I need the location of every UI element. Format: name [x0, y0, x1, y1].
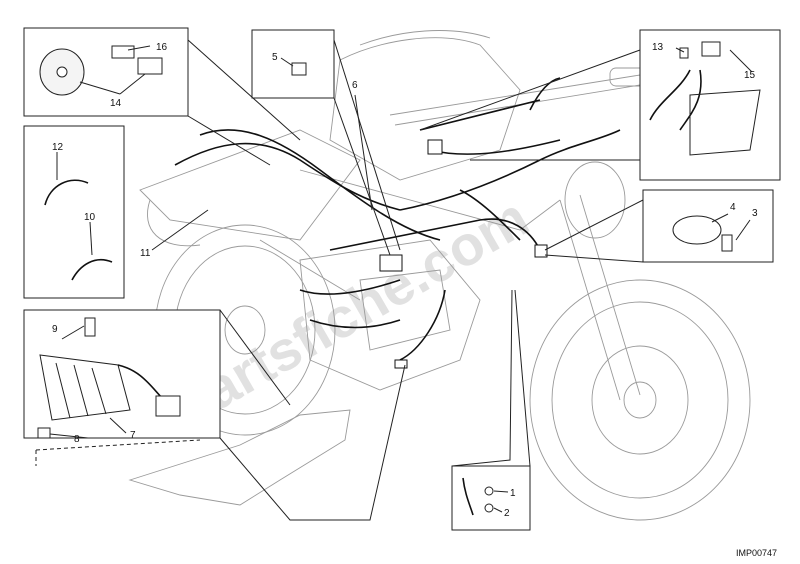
inset-connectors — [639, 29, 781, 181]
callout-16: 16 — [156, 42, 168, 53]
inset-cd-switch — [23, 27, 189, 117]
inset-horn — [642, 189, 774, 263]
drawing-code: IMP00747 — [736, 548, 777, 558]
motorcycle-outline — [128, 30, 751, 521]
callout-14: 14 — [110, 98, 122, 109]
callout-1: 1 — [510, 488, 516, 499]
callout-2: 2 — [504, 508, 510, 519]
callout-6: 6 — [352, 80, 358, 91]
wiring-harness — [174, 77, 621, 369]
leader-lines — [35, 39, 644, 521]
callout-15: 15 — [744, 70, 756, 81]
inset-regulator — [23, 309, 221, 439]
callout-10: 10 — [84, 212, 96, 223]
callout-12: 12 — [52, 142, 64, 153]
inset-ground — [451, 465, 531, 531]
callouts: 16 14 12 10 5 6 11 13 15 4 3 9 7 8 1 2 — [49, 42, 758, 519]
callout-3: 3 — [752, 208, 758, 219]
callout-4: 4 — [730, 202, 736, 213]
inset-relay — [251, 29, 335, 99]
callout-9: 9 — [52, 324, 58, 335]
inset-clamps — [23, 125, 125, 299]
callout-5: 5 — [272, 52, 278, 63]
callout-13: 13 — [652, 42, 664, 53]
callout-11: 11 — [140, 248, 151, 259]
callout-7: 7 — [130, 430, 136, 441]
callout-8: 8 — [74, 434, 80, 445]
